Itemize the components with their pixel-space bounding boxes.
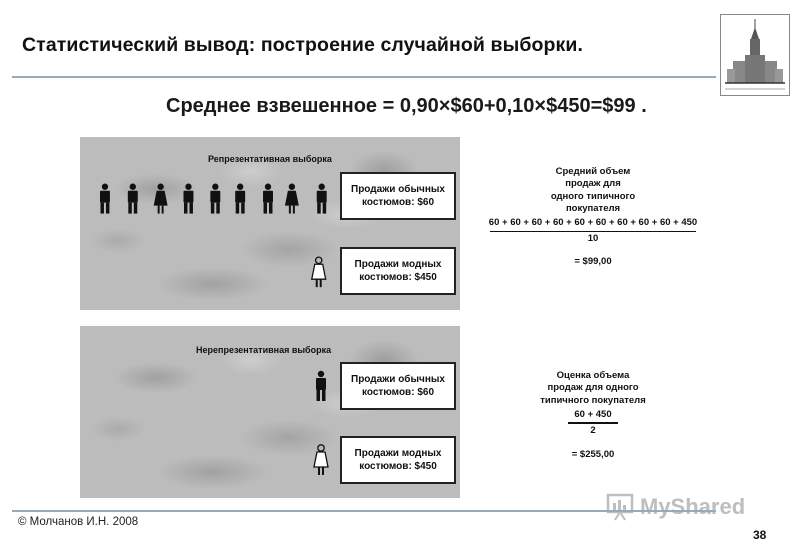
calc-numerator: 60 + 450 <box>574 409 612 421</box>
calc-title: Средний объем продаж для одного типичног… <box>550 166 636 215</box>
person-icon <box>284 183 299 214</box>
university-logo-icon <box>720 14 790 96</box>
page-number: 38 <box>753 528 767 542</box>
representative-sample-panel: Репрезентативная выборка <box>80 137 460 310</box>
nonrepresentative-calculation: Оценка объема продаж для одного типичног… <box>528 370 658 462</box>
weighted-average-formula: Среднее взвешенное = 0,90×$60+0,10×$450=… <box>166 95 647 117</box>
person-icon <box>316 370 326 401</box>
presentation-icon <box>606 493 634 521</box>
person-icon <box>263 183 273 214</box>
person-icon <box>210 183 221 214</box>
calc-numerator: 60 + 60 + 60 + 60 + 60 + 60 + 60 + 60 + … <box>488 217 698 229</box>
representative-calculation: Средний объем продаж для одного типичног… <box>486 166 700 268</box>
nonrepresentative-sample-label: Нерепрезентативная выборка <box>196 345 332 355</box>
fraction-line <box>490 230 696 233</box>
person-icon <box>183 183 194 214</box>
regular-suits-sales-box: Продажи обычных костюмов: $60 <box>340 362 456 410</box>
fashion-suits-sales-box: Продажи модных костюмов: $450 <box>340 436 456 484</box>
calc-result: = $255,00 <box>571 449 615 461</box>
myshared-watermark: MyShared <box>606 490 766 524</box>
person-icon <box>316 183 327 214</box>
representative-sample-label: Репрезентативная выборка <box>208 154 332 164</box>
fashion-suits-sales-box: Продажи модных костюмов: $450 <box>340 247 456 295</box>
slide-title: Статистический вывод: построение случайн… <box>22 34 583 56</box>
footer-author: © Молчанов И.Н. 2008 <box>18 516 139 528</box>
calc-denominator: 2 <box>590 424 596 436</box>
person-icon <box>311 256 327 288</box>
footer-divider <box>12 510 716 512</box>
person-icon <box>99 183 110 214</box>
calc-denominator: 10 <box>587 233 599 245</box>
regular-suits-sales-box: Продажи обычных костюмов: $60 <box>340 172 456 220</box>
person-icon <box>127 183 138 214</box>
person-icon <box>313 444 329 476</box>
nonrepresentative-sample-panel: Нерепрезентативная выборка Продажи обычн… <box>80 326 460 498</box>
calc-title: Оценка объема продаж для одного типичног… <box>540 370 646 406</box>
person-icon <box>235 183 246 214</box>
fraction-line <box>568 422 618 424</box>
title-divider <box>12 76 716 78</box>
person-icon <box>153 183 168 214</box>
calc-result: = $99,00 <box>574 255 612 267</box>
watermark-text: MyShared <box>640 494 746 519</box>
